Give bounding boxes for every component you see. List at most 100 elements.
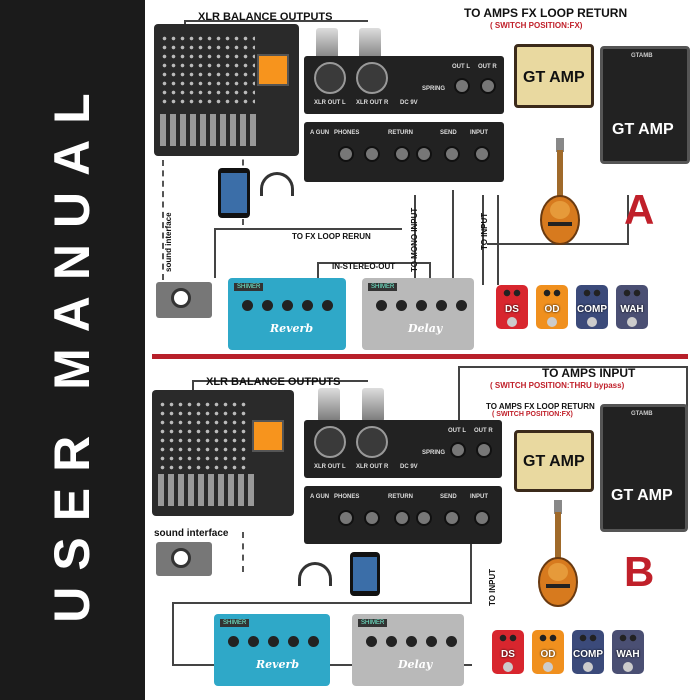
device-bottom-panel-b: A GUN PHONES SEND INPUT RETURN [304,486,502,544]
comp-label: COMP [577,304,607,315]
xlr-plug-left [316,28,338,62]
ds-pedal-b: DS [492,630,524,674]
wah-pedal: WAH [616,285,648,329]
delay-pedal-tag: SHIMER [368,283,398,291]
spring-label: SPRING [422,86,446,92]
dc-label: DC 9V [400,100,418,106]
xlr-right-label-b: XLR OUT R [356,464,389,470]
input-label-b: INPUT [470,494,488,500]
sound-interface-b [156,542,212,576]
amp-head-label: GT AMP [523,69,585,86]
switch-fx-label-b: ( SWITCH POSITION:FX) [492,411,573,418]
ds-label: DS [505,304,519,315]
amp-head-b: GT AMP [514,430,594,492]
od-label: OD [544,304,560,315]
wah-pedal-b: WAH [612,630,644,674]
xlr-outputs-label: XLR BALANCE OUTPUTS [198,11,333,23]
out-left-label-b: OUT L [448,428,466,434]
amp-head: GT AMP [514,44,594,108]
amp-cabinet: GTAMB GT AMP [600,46,690,164]
tablet [218,168,250,218]
headphones-icon-b [298,562,332,586]
mixer [154,24,299,156]
device-bottom-panel: A GUN PHONES SEND INPUT RETURN [304,122,504,182]
amps-fx-return-label: TO AMPS FX LOOP RETURN [464,6,628,20]
aux-label-b: A GUN [310,494,330,500]
xlr-right-label: XLR OUT R [356,100,389,106]
send-label-b: SEND [440,494,457,500]
amp-brand-label: GTAMB [631,53,653,59]
delay-label: Delay [408,322,443,335]
comp-label-b: COMP [573,649,603,660]
reverb-label: Reverb [270,322,314,335]
aux-label: A GUN [310,130,330,136]
amp-cabinet-label: GT AMP [612,121,674,138]
device-top-panel: XLR OUT L XLR OUT R OUT L OUT R DC 9V SP… [304,56,504,114]
to-input-label: TO INPUT [480,212,489,250]
sound-interface-label-b: sound interface [154,528,229,539]
reverb-pedal-b: SHIMER Reverb [214,614,330,686]
diagram-letter-a: A [624,186,655,233]
switch-fx-label: ( SWITCH POSITION:FX) [490,21,583,30]
panel-b: XLR BALANCE OUTPUTS TO AMPS INPUT ( SWIT… [152,362,692,700]
return-label-b: RETURN [388,494,413,500]
guitar-icon-b [538,500,578,607]
diagram-letter-b: B [624,548,655,595]
wah-label-b: WAH [616,649,640,660]
xlr-left-label-b: XLR OUT L [314,464,346,470]
send-label: SEND [440,130,457,136]
amp-brand-label-b: GTAMB [631,411,653,417]
reverb-pedal-tag-b: SHIMER [220,619,250,627]
wah-label: WAH [620,304,644,315]
od-label-b: OD [540,649,556,660]
amps-fx-return-label-b: TO AMPS FX LOOP RETURN [486,402,595,411]
delay-pedal-b: SHIMER Delay [352,614,464,686]
panel-a: XLR BALANCE OUTPUTS TO AMPS FX LOOP RETU… [152,0,692,354]
phones-label-b: PHONES [334,494,360,500]
xlr-left-label: XLR OUT L [314,100,346,106]
ds-label-b: DS [501,649,515,660]
spring-label-b: SPRING [422,450,446,456]
dc-label-b: DC 9V [400,464,418,470]
comp-pedal: COMP [576,285,608,329]
reverb-label-b: Reverb [256,658,300,671]
fx-loop-return-label: TO FX LOOP RERUN [292,232,371,241]
xlr-plug-right [359,28,381,62]
sound-interface [156,282,212,318]
section-divider [152,354,688,359]
headphones-icon [260,172,294,196]
reverb-pedal-tag: SHIMER [234,283,264,291]
xlr-plug-right-b [362,388,384,422]
sidebar-title: USER MANUAL [44,77,100,623]
comp-pedal-b: COMP [572,630,604,674]
in-stereo-out-label: IN-STEREO-OUT [332,262,396,271]
phone [350,552,380,596]
amp-cabinet-b: GTAMB GT AMP [600,404,688,532]
amps-input-label: TO AMPS INPUT [542,366,636,380]
to-input-label-b: TO INPUT [488,568,497,606]
amp-cabinet-label-b: GT AMP [611,487,673,504]
xlr-outputs-label-b: XLR BALANCE OUTPUTS [206,376,341,388]
phones-label: PHONES [334,130,360,136]
amp-head-label-b: GT AMP [523,453,585,470]
delay-pedal-tag-b: SHIMER [358,619,388,627]
mixer-b [152,390,294,516]
ds-pedal: DS [496,285,528,329]
od-pedal-b: OD [532,630,564,674]
out-right-label: OUT R [478,64,497,70]
input-label: INPUT [470,130,488,136]
mono-input-label: TO MONO INPUT [410,207,419,272]
delay-pedal: SHIMER Delay [362,278,474,350]
od-pedal: OD [536,285,568,329]
delay-label-b: Delay [398,658,433,671]
out-left-label: OUT L [452,64,470,70]
out-right-label-b: OUT R [474,428,493,434]
return-label: RETURN [388,130,413,136]
sidebar: USER MANUAL [0,0,145,700]
sound-interface-label: sound interface [164,212,173,272]
device-top-panel-b: XLR OUT L XLR OUT R OUT L OUT R DC 9V SP… [304,420,502,478]
guitar-icon [540,138,580,245]
switch-thru-label: ( SWITCH POSITION:THRU bypass) [490,381,625,390]
xlr-plug-left-b [318,388,340,422]
reverb-pedal: SHIMER Reverb [228,278,346,350]
